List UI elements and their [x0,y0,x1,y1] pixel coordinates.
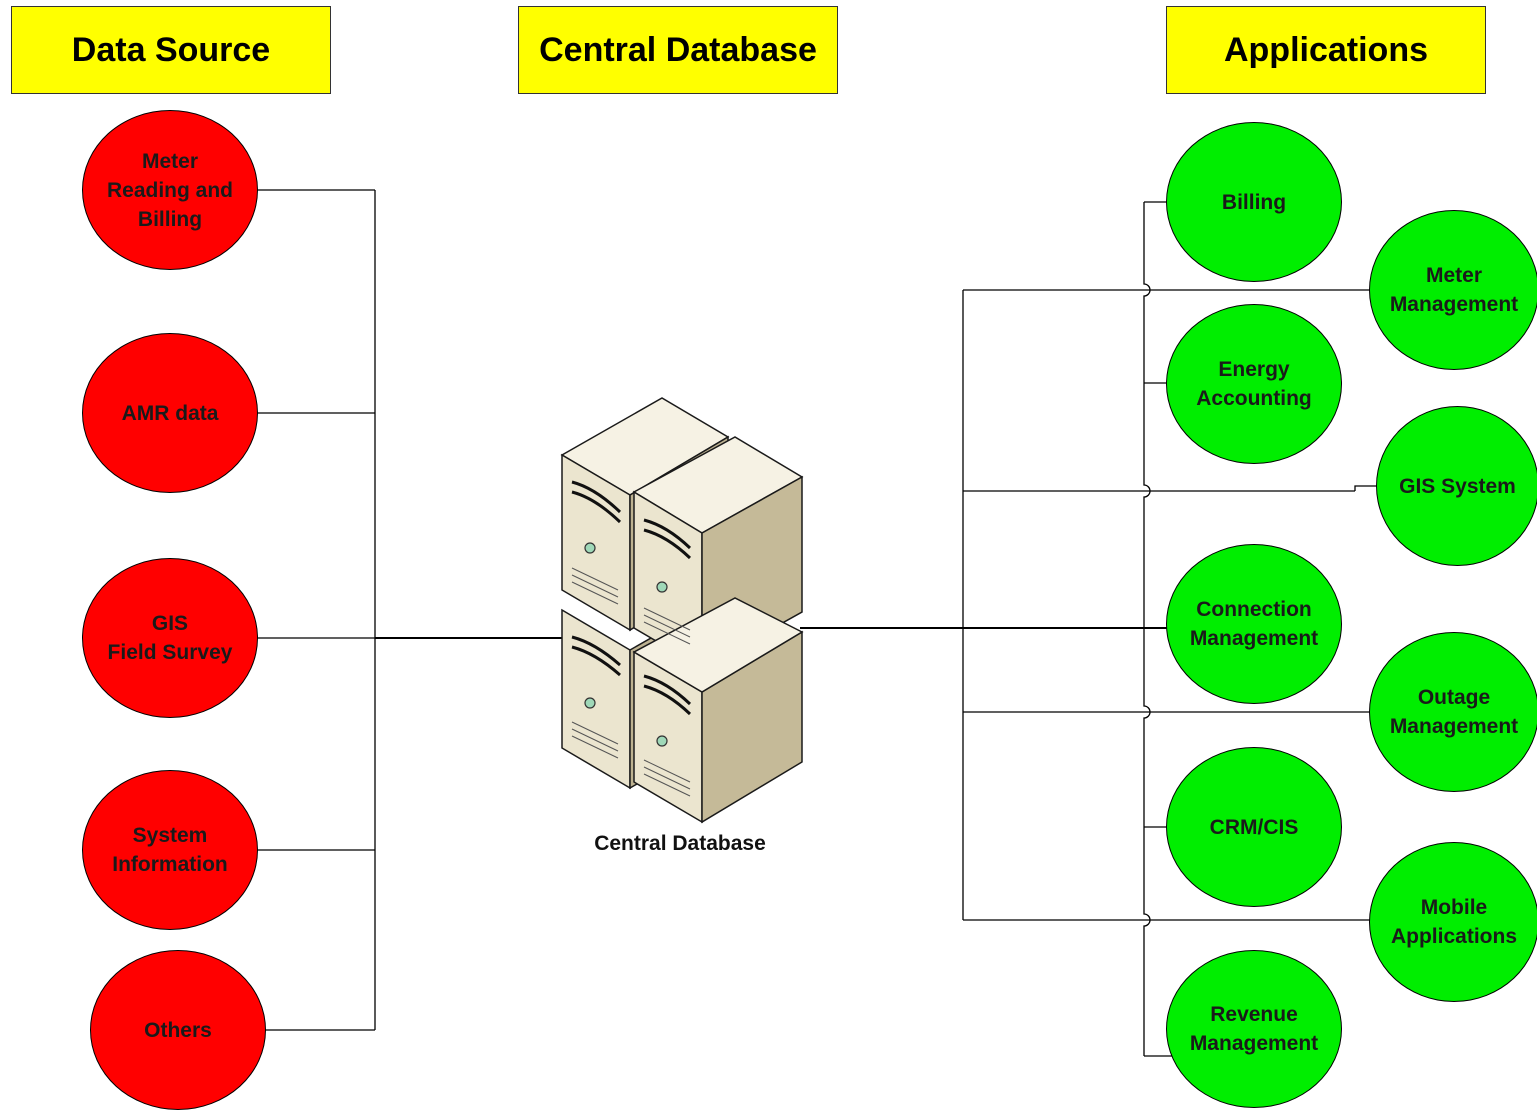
header-central-database: Central Database [518,6,838,94]
app-crm-cis: CRM/CIS [1166,747,1342,907]
app-mobile-applications: Mobile Applications [1369,842,1537,1002]
app-gis-system: GIS System [1376,406,1537,566]
server-power-leds [584,542,668,747]
app-energy-accounting: Energy Accounting [1166,304,1342,464]
source-gis-field-survey: GIS Field Survey [82,558,258,718]
server-vents [571,567,691,797]
database-label: Central Database [594,832,766,855]
app-meter-management: Meter Management [1369,210,1537,370]
server-stack-icon [560,397,804,824]
source-amr-data: AMR data [82,333,258,493]
app-revenue-management: Revenue Management [1166,950,1342,1108]
source-meter-reading-billing: Meter Reading and Billing [82,110,258,270]
source-system-information: System Information [82,770,258,930]
server-drive-slots [571,480,692,716]
source-others: Others [90,950,266,1110]
header-applications: Applications [1166,6,1486,94]
header-data-source: Data Source [11,6,331,94]
app-billing: Billing [1166,122,1342,282]
app-connection-management: Connection Management [1166,544,1342,704]
app-outage-management: Outage Management [1369,632,1537,792]
